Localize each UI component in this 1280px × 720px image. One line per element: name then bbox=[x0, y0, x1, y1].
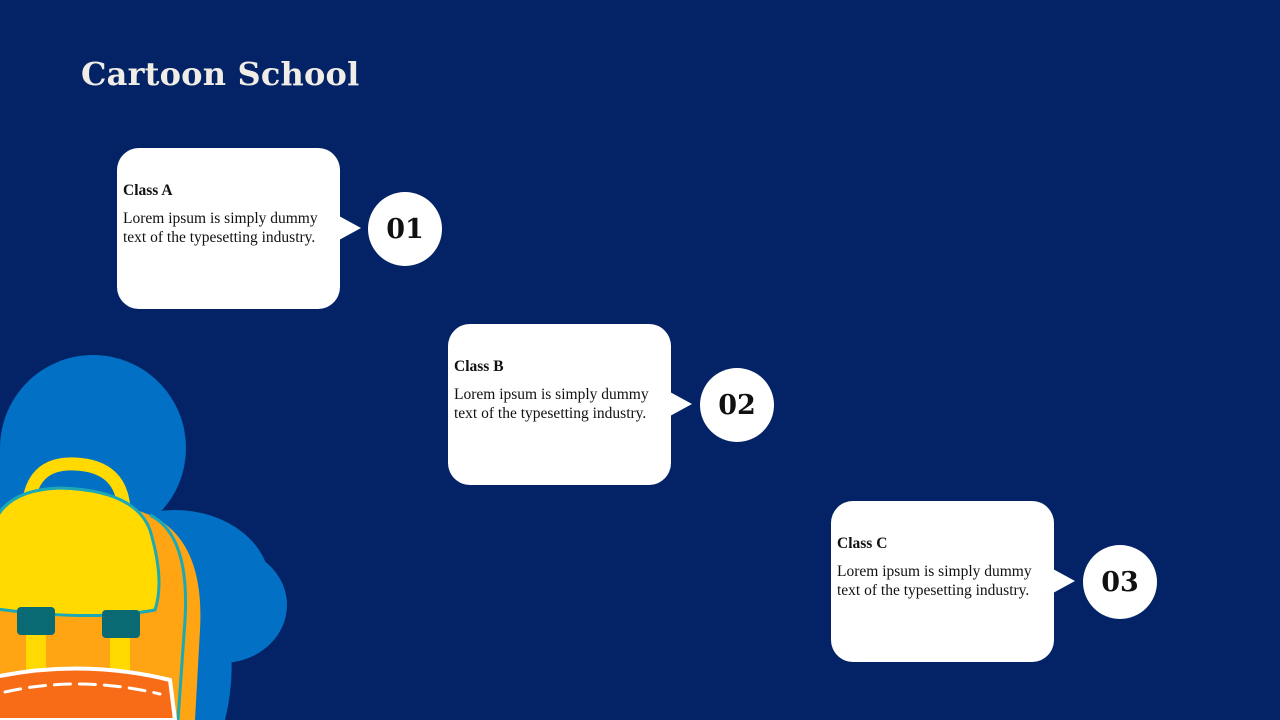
step-card-class-a: Class A Lorem ipsum is simply dummy text… bbox=[117, 148, 361, 309]
step-number-badge: 03 bbox=[1083, 545, 1157, 619]
backpack-illustration bbox=[0, 355, 287, 720]
step-heading: Class B bbox=[454, 358, 504, 375]
step-heading: Class C bbox=[837, 535, 888, 552]
step-card-class-c: Class C Lorem ipsum is simply dummy text… bbox=[831, 501, 1075, 662]
step-card-class-b: Class B Lorem ipsum is simply dummy text… bbox=[448, 324, 692, 485]
callout-pointer bbox=[670, 392, 692, 416]
callout-pointer bbox=[1053, 569, 1075, 593]
step-heading: Class A bbox=[123, 182, 173, 199]
slide-title: Cartoon School bbox=[81, 55, 360, 93]
step-body: Lorem ipsum is simply dummy text of the … bbox=[837, 563, 1032, 599]
callout-pointer bbox=[339, 216, 361, 240]
step-body: Lorem ipsum is simply dummy text of the … bbox=[123, 210, 318, 246]
step-number-badge: 01 bbox=[368, 192, 442, 266]
step-number-badge: 02 bbox=[700, 368, 774, 442]
step-body: Lorem ipsum is simply dummy text of the … bbox=[454, 386, 649, 422]
